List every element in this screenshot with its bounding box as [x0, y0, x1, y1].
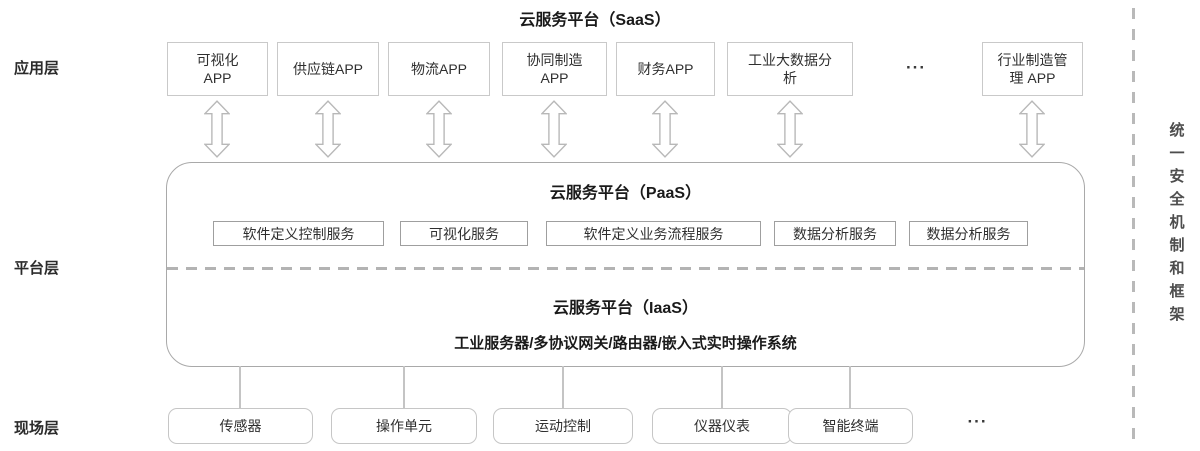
service-box-data-analysis-2: 数据分析服务 [909, 221, 1028, 246]
double-arrow-icon [777, 100, 803, 158]
device-box-motion-control: 运动控制 [493, 408, 633, 444]
app-box-big-data: 工业大数据分 析 [727, 42, 853, 96]
service-box-visualization: 可视化服务 [400, 221, 528, 246]
app-box-supply-chain: 供应链APP [277, 42, 379, 96]
service-box-data-analysis-1: 数据分析服务 [774, 221, 896, 246]
app-box-industry-mgmt: 行业制造管 理 APP [982, 42, 1083, 96]
saas-platform-title: 云服务平台（SaaS） [519, 12, 671, 29]
iaas-platform-title: 云服务平台（IaaS） [553, 300, 698, 317]
connector-line [403, 366, 405, 408]
service-box-business-process: 软件定义业务流程服务 [546, 221, 761, 246]
apps-ellipsis: ··· [906, 58, 926, 77]
layer-label-platform: 平台层 [14, 260, 60, 277]
device-box-instruments: 仪器仪表 [652, 408, 792, 444]
connector-line [562, 366, 564, 408]
app-box-logistics: 物流APP [388, 42, 490, 96]
service-box-sw-defined-control: 软件定义控制服务 [213, 221, 384, 246]
connector-line [239, 366, 241, 408]
double-arrow-icon [426, 100, 452, 158]
layer-label-application: 应用层 [14, 60, 60, 77]
devices-ellipsis: ··· [967, 412, 988, 431]
iaas-infrastructure-line: 工业服务器/多协议网关/路由器/嵌入式实时操作系统 [454, 335, 797, 352]
app-box-finance: 财务APP [616, 42, 715, 96]
double-arrow-icon [541, 100, 567, 158]
app-box-visualization: 可视化 APP [167, 42, 268, 96]
connector-line [721, 366, 723, 408]
paas-iaas-dashed-divider [167, 267, 1084, 270]
device-box-sensor: 传感器 [168, 408, 313, 444]
double-arrow-icon [652, 100, 678, 158]
device-box-smart-terminal: 智能终端 [788, 408, 913, 444]
app-box-collab-mfg: 协同制造 APP [502, 42, 607, 96]
double-arrow-icon [204, 100, 230, 158]
layer-label-field: 现场层 [14, 420, 60, 437]
paas-platform-title: 云服务平台（PaaS） [549, 185, 702, 202]
double-arrow-icon [1019, 100, 1045, 158]
connector-line [849, 366, 851, 408]
device-box-operation-unit: 操作单元 [331, 408, 477, 444]
security-dashed-divider [1132, 8, 1135, 445]
double-arrow-icon [315, 100, 341, 158]
paas-iaas-container: 云服务平台（PaaS） 软件定义控制服务 可视化服务 软件定义业务流程服务 数据… [166, 162, 1085, 367]
unified-security-framework-label: 统一安全机制和框架 [1167, 122, 1185, 329]
